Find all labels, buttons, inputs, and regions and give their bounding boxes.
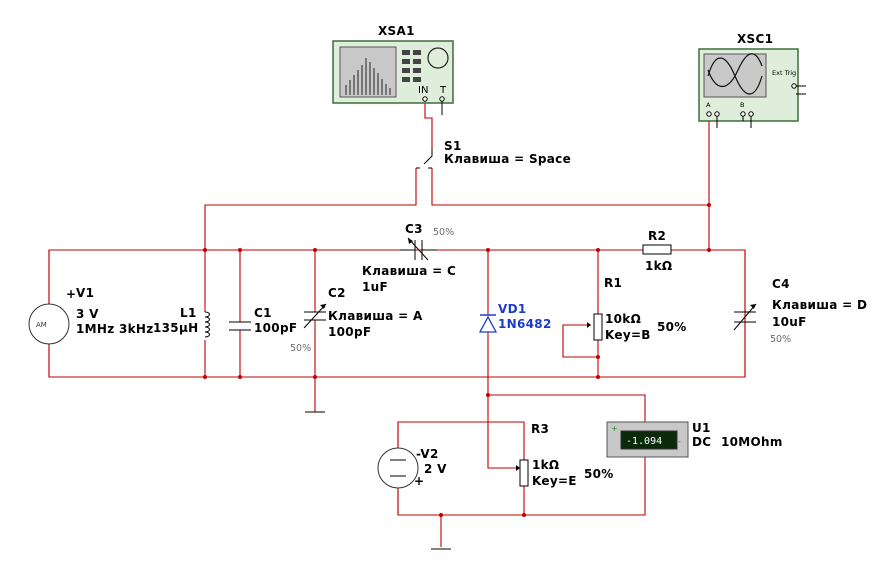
c1-value: 100pF bbox=[254, 321, 297, 335]
r3-percent: 50% bbox=[584, 467, 614, 481]
v1-label: V1 bbox=[76, 286, 94, 300]
analyzer-buttons bbox=[402, 50, 421, 82]
l1-label: L1 bbox=[180, 306, 197, 320]
vd1-label: VD1 bbox=[498, 302, 527, 316]
channel-b-label: B bbox=[740, 101, 744, 109]
inductor-l1[interactable]: L1 135µH bbox=[153, 306, 210, 338]
u1-label: U1 bbox=[692, 421, 711, 435]
u1-mode: DC bbox=[692, 435, 711, 449]
am-source-v1[interactable]: AM + V1 3 V 1MHz 3kHz bbox=[28, 286, 154, 345]
variable-capacitor-c2[interactable]: C2 Клавиша = A 100pF 50% bbox=[290, 286, 423, 354]
minus-terminal-icon: - bbox=[678, 437, 681, 446]
ext-trig-label: Ext Trig bbox=[772, 69, 796, 77]
c3-key: Клавиша = C bbox=[362, 264, 456, 278]
plus-sign: + bbox=[66, 287, 76, 301]
c4-label: C4 bbox=[772, 277, 790, 291]
vd1-part: 1N6482 bbox=[498, 317, 552, 331]
xsa1-t-label: T bbox=[439, 85, 447, 96]
c2-key: Клавиша = A bbox=[328, 309, 423, 323]
variable-capacitor-c4[interactable]: C4 Клавиша = D 10uF 50% bbox=[733, 277, 867, 345]
v1-frequency: 1MHz 3kHz bbox=[76, 322, 154, 336]
l1-value: 135µH bbox=[153, 321, 198, 335]
c3-label: C3 bbox=[405, 222, 423, 236]
plus-terminal-icon: + bbox=[611, 424, 618, 433]
r1-key: Key=B bbox=[605, 328, 651, 342]
capacitor-c1[interactable]: C1 100pF bbox=[229, 306, 297, 335]
xsa1-in-label: IN bbox=[418, 85, 428, 96]
c4-percent: 50% bbox=[770, 334, 791, 345]
diode-vd1[interactable]: VD1 1N6482 bbox=[478, 302, 552, 333]
spectrum-icon bbox=[345, 58, 391, 95]
c4-value: 10uF bbox=[772, 315, 807, 329]
voltmeter-reading: -1.094 bbox=[626, 436, 662, 447]
junction-dots bbox=[203, 203, 711, 517]
dc-source-v2[interactable]: -V2 2 V + bbox=[377, 447, 447, 489]
voltmeter-u1[interactable]: -1.094 + - U1 DC 10MOhm bbox=[606, 421, 783, 458]
plus-sign: + bbox=[414, 474, 424, 488]
r1-label: R1 bbox=[604, 276, 622, 290]
potentiometer-r3[interactable]: R3 1kΩ Key=E 50% bbox=[516, 422, 614, 488]
c2-label: C2 bbox=[328, 286, 346, 300]
am-symbol: AM bbox=[36, 321, 47, 329]
v2-voltage: 2 V bbox=[424, 462, 447, 476]
r3-label: R3 bbox=[531, 422, 549, 436]
c3-percent: 50% bbox=[433, 227, 454, 238]
c2-percent: 50% bbox=[290, 343, 311, 354]
s1-key: Клавиша = Space bbox=[444, 152, 571, 166]
v1-voltage: 3 V bbox=[76, 307, 99, 321]
c1-label: C1 bbox=[254, 306, 272, 320]
oscilloscope-xsc1[interactable]: XSC1 Ext Trig A B bbox=[698, 32, 806, 128]
r1-value: 10kΩ bbox=[605, 312, 641, 326]
c3-value: 1uF bbox=[362, 280, 388, 294]
potentiometer-r1[interactable]: R1 10kΩ Key=B 50% bbox=[587, 276, 687, 342]
c4-key: Клавиша = D bbox=[772, 298, 867, 312]
knob-icon bbox=[427, 47, 449, 69]
switch-s1[interactable]: S1 Клавиша = Space bbox=[416, 139, 571, 169]
resistor-r2[interactable]: R2 1kΩ bbox=[642, 229, 672, 273]
sine-wave-icon bbox=[707, 53, 763, 95]
r2-label: R2 bbox=[648, 229, 666, 243]
u1-impedance: 10MOhm bbox=[721, 435, 783, 449]
r3-value: 1kΩ bbox=[532, 458, 559, 472]
xsa1-label: XSA1 bbox=[378, 24, 415, 38]
xsc1-label: XSC1 bbox=[737, 32, 773, 46]
c2-value: 100pF bbox=[328, 325, 371, 339]
channel-a-label: A bbox=[706, 101, 711, 109]
v2-label: -V2 bbox=[416, 447, 439, 461]
r2-value: 1kΩ bbox=[645, 259, 672, 273]
r1-percent: 50% bbox=[657, 320, 687, 334]
variable-capacitor-c3[interactable]: C3 50% Клавиша = C 1uF bbox=[362, 222, 456, 294]
s1-label: S1 bbox=[444, 139, 462, 153]
r3-key: Key=E bbox=[532, 474, 577, 488]
spectrum-analyzer-xsa1[interactable]: XSA1 IN T bbox=[332, 24, 454, 115]
